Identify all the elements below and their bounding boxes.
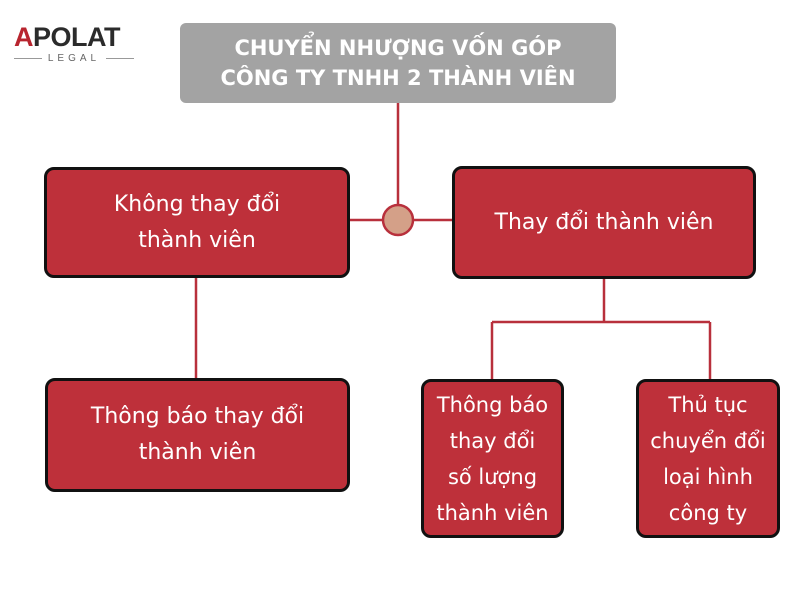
- apolat-logo: APOLAT LEGAL: [14, 22, 144, 70]
- title-line-1: CHUYỂN NHƯỢNG VỐN GÓP: [234, 36, 562, 60]
- logo-wordmark: APOLAT: [14, 22, 121, 52]
- hub-node: [381, 203, 415, 237]
- node-member-change: Thay đổi thành viên: [452, 166, 756, 279]
- diagram-title: CHUYỂN NHƯỢNG VỐN GÓP CÔNG TY TNHH 2 THÀ…: [180, 23, 616, 103]
- node-notify-member-count-label: Thông báo thay đổi số lượng thành viên: [436, 392, 549, 525]
- node-member-change-label: Thay đổi thành viên: [494, 209, 714, 235]
- logo-subtitle: LEGAL: [14, 53, 134, 64]
- node-no-member-change-label: Không thay đổi thành viên: [113, 191, 281, 253]
- node-notify-member-change: Thông báo thay đổi thành viên: [45, 378, 350, 492]
- node-company-type-conversion: Thủ tục chuyển đổi loại hình công ty: [636, 379, 780, 538]
- node-notify-member-count: Thông báo thay đổi số lượng thành viên: [421, 379, 564, 538]
- node-no-member-change: Không thay đổi thành viên: [44, 167, 350, 278]
- logo-rule-right: [106, 58, 134, 59]
- logo-word-rest: POLAT: [33, 22, 121, 52]
- logo-sub-text: LEGAL: [47, 53, 101, 64]
- node-company-type-conversion-label: Thủ tục chuyển đổi loại hình công ty: [650, 392, 766, 525]
- logo-a-mark: A: [14, 22, 34, 52]
- logo-rule-left: [14, 58, 42, 59]
- title-line-2: CÔNG TY TNHH 2 THÀNH VIÊN: [220, 66, 576, 90]
- node-notify-member-change-label: Thông báo thay đổi thành viên: [90, 404, 305, 465]
